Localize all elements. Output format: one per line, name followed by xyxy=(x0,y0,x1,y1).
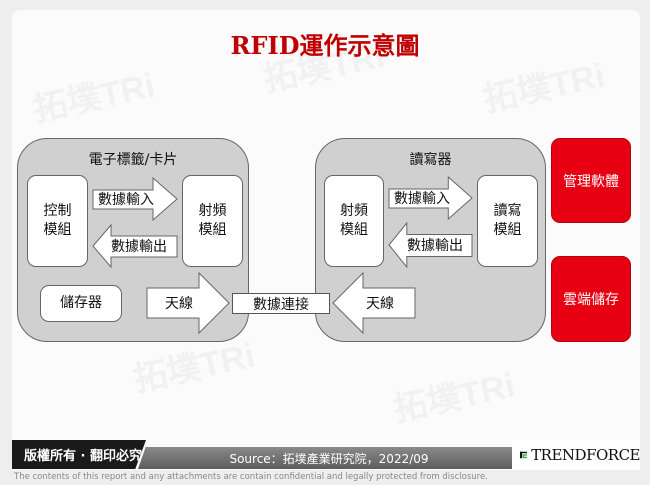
data-in-arrow: 數據輸入 xyxy=(388,175,473,221)
data-out-label: 數據輸出 xyxy=(407,238,463,254)
data-in-label: 數據輸入 xyxy=(394,191,450,207)
antenna-label: 天線 xyxy=(366,296,394,312)
page-title: RFID運作示意圖 xyxy=(230,31,420,60)
data-out-arrow: 數據輸出 xyxy=(92,223,178,269)
label: 射頻 xyxy=(198,203,227,219)
antenna-arrow: 天線 xyxy=(332,271,416,335)
cloud-storage: 雲端儲存 xyxy=(551,256,631,342)
read-write-module: 讀寫模組 xyxy=(477,175,538,267)
label: 模組 xyxy=(340,222,368,238)
control-module: 控制模組 xyxy=(27,175,88,267)
management-software: 管理軟體 xyxy=(551,138,631,223)
source-text: Source：拓墣產業研究院，2022/09 xyxy=(229,451,429,466)
brand-name: TRENDFORCE xyxy=(531,446,640,464)
source-bar: Source：拓墣產業研究院，2022/09 xyxy=(138,447,520,469)
memory: 儲存器 xyxy=(40,285,122,322)
label: 模組 xyxy=(198,222,227,238)
trendforce-logo: TRENDFORCE xyxy=(512,440,640,470)
antenna-arrow: 天線 xyxy=(146,271,230,335)
copyright-text: 版權所有 · 翻印必究 xyxy=(24,449,142,464)
data-in-label: 數據輸入 xyxy=(98,192,154,208)
label: 控制 xyxy=(43,203,72,219)
disclaimer: The contents of this report and any atta… xyxy=(14,472,488,482)
watermark: 拓墣TRi xyxy=(30,66,159,130)
label: 模組 xyxy=(43,222,72,238)
data-link: 數據連接 xyxy=(232,293,330,314)
label: 模組 xyxy=(493,222,522,238)
rf-module: 射頻模組 xyxy=(324,175,384,267)
data-out-arrow: 數據輸出 xyxy=(388,221,473,269)
rf-module: 射頻模組 xyxy=(182,175,243,267)
group-label: 讀寫器 xyxy=(409,152,452,168)
data-out-label: 數據輸出 xyxy=(111,239,167,255)
trendforce-logo-icon xyxy=(520,451,528,459)
label: 射頻 xyxy=(340,203,368,219)
copyright-bar: 版權所有 · 翻印必究 xyxy=(12,440,146,469)
group-label: 電子標籤/卡片 xyxy=(88,152,178,168)
antenna-label: 天線 xyxy=(165,296,193,312)
watermark: 拓墣TRi xyxy=(390,366,519,430)
data-in-arrow: 數據輸入 xyxy=(92,176,178,222)
label: 讀寫 xyxy=(493,203,522,219)
